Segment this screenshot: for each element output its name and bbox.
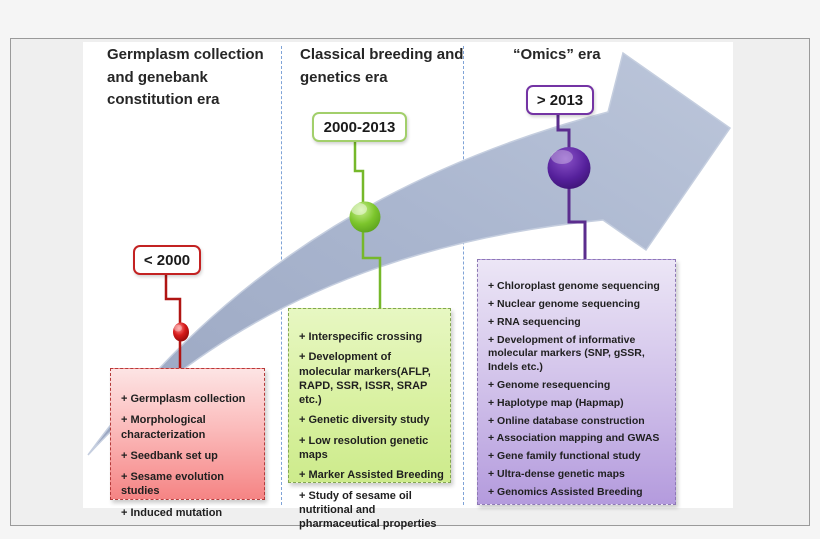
list-item: + Development of informative molecular m… (488, 333, 645, 373)
list-item: + Chloroplast genome sequencing (488, 280, 660, 292)
list-item: + Sesame evolution studies (121, 471, 225, 498)
list-item: + Interspecific crossing (299, 331, 423, 343)
era-1-date-text: < 2000 (143, 251, 191, 269)
list-item: + Germplasm collection (121, 393, 246, 405)
list-item: + Online database construction (488, 414, 645, 427)
list-item: + Nuclear genome sequencing (488, 297, 641, 310)
list-item: + Genomics Assisted Breeding (488, 486, 643, 499)
list-item: + RNA sequencing (488, 315, 581, 328)
list-item: + Genetic diversity study (299, 414, 430, 427)
era-1-items-box: + Germplasm collection + Morphological c… (110, 368, 265, 519)
list-item: + Gene family functional study (488, 450, 641, 463)
era-3-header: “Omics” era (513, 46, 601, 63)
list-item: + Seedbank set up (121, 449, 218, 462)
era-2-date-label: 2000-2013 (312, 112, 407, 142)
list-item: + Induced mutation (121, 506, 223, 519)
list-item: + Association mapping and GWAS (488, 432, 660, 445)
era-2-items-box: + Interspecific crossing + Development o… (288, 308, 451, 530)
column-divider-1 (281, 46, 282, 505)
list-item: + Ultra-dense genetic maps (488, 468, 625, 481)
list-item: + Morphological characterization (121, 414, 206, 441)
list-item: + Haplotype map (Hapmap) (488, 396, 624, 409)
list-item: + Development of molecular markers(AFLP,… (299, 351, 431, 407)
list-item: + Low resolution genetic maps (299, 434, 429, 462)
era-3-date-text: > 2013 (536, 91, 584, 109)
era-1-date-label: < 2000 (133, 245, 201, 275)
column-divider-2 (463, 46, 464, 505)
list-item: + Marker Assisted Breeding (299, 469, 444, 482)
list-item: + Study of sesame oil nutritional and ph… (299, 489, 437, 531)
era-1-header: Germplasm collection and genebank consti… (107, 46, 264, 108)
era-3-items-box: + Chloroplast genome sequencing + Nuclea… (477, 259, 676, 505)
era-3-date-label: > 2013 (526, 85, 594, 115)
list-item: + Genome resequencing (488, 378, 611, 391)
era-2-header: Classical breeding and genetics era (300, 46, 464, 86)
era-2-date-text: 2000-2013 (323, 118, 396, 136)
